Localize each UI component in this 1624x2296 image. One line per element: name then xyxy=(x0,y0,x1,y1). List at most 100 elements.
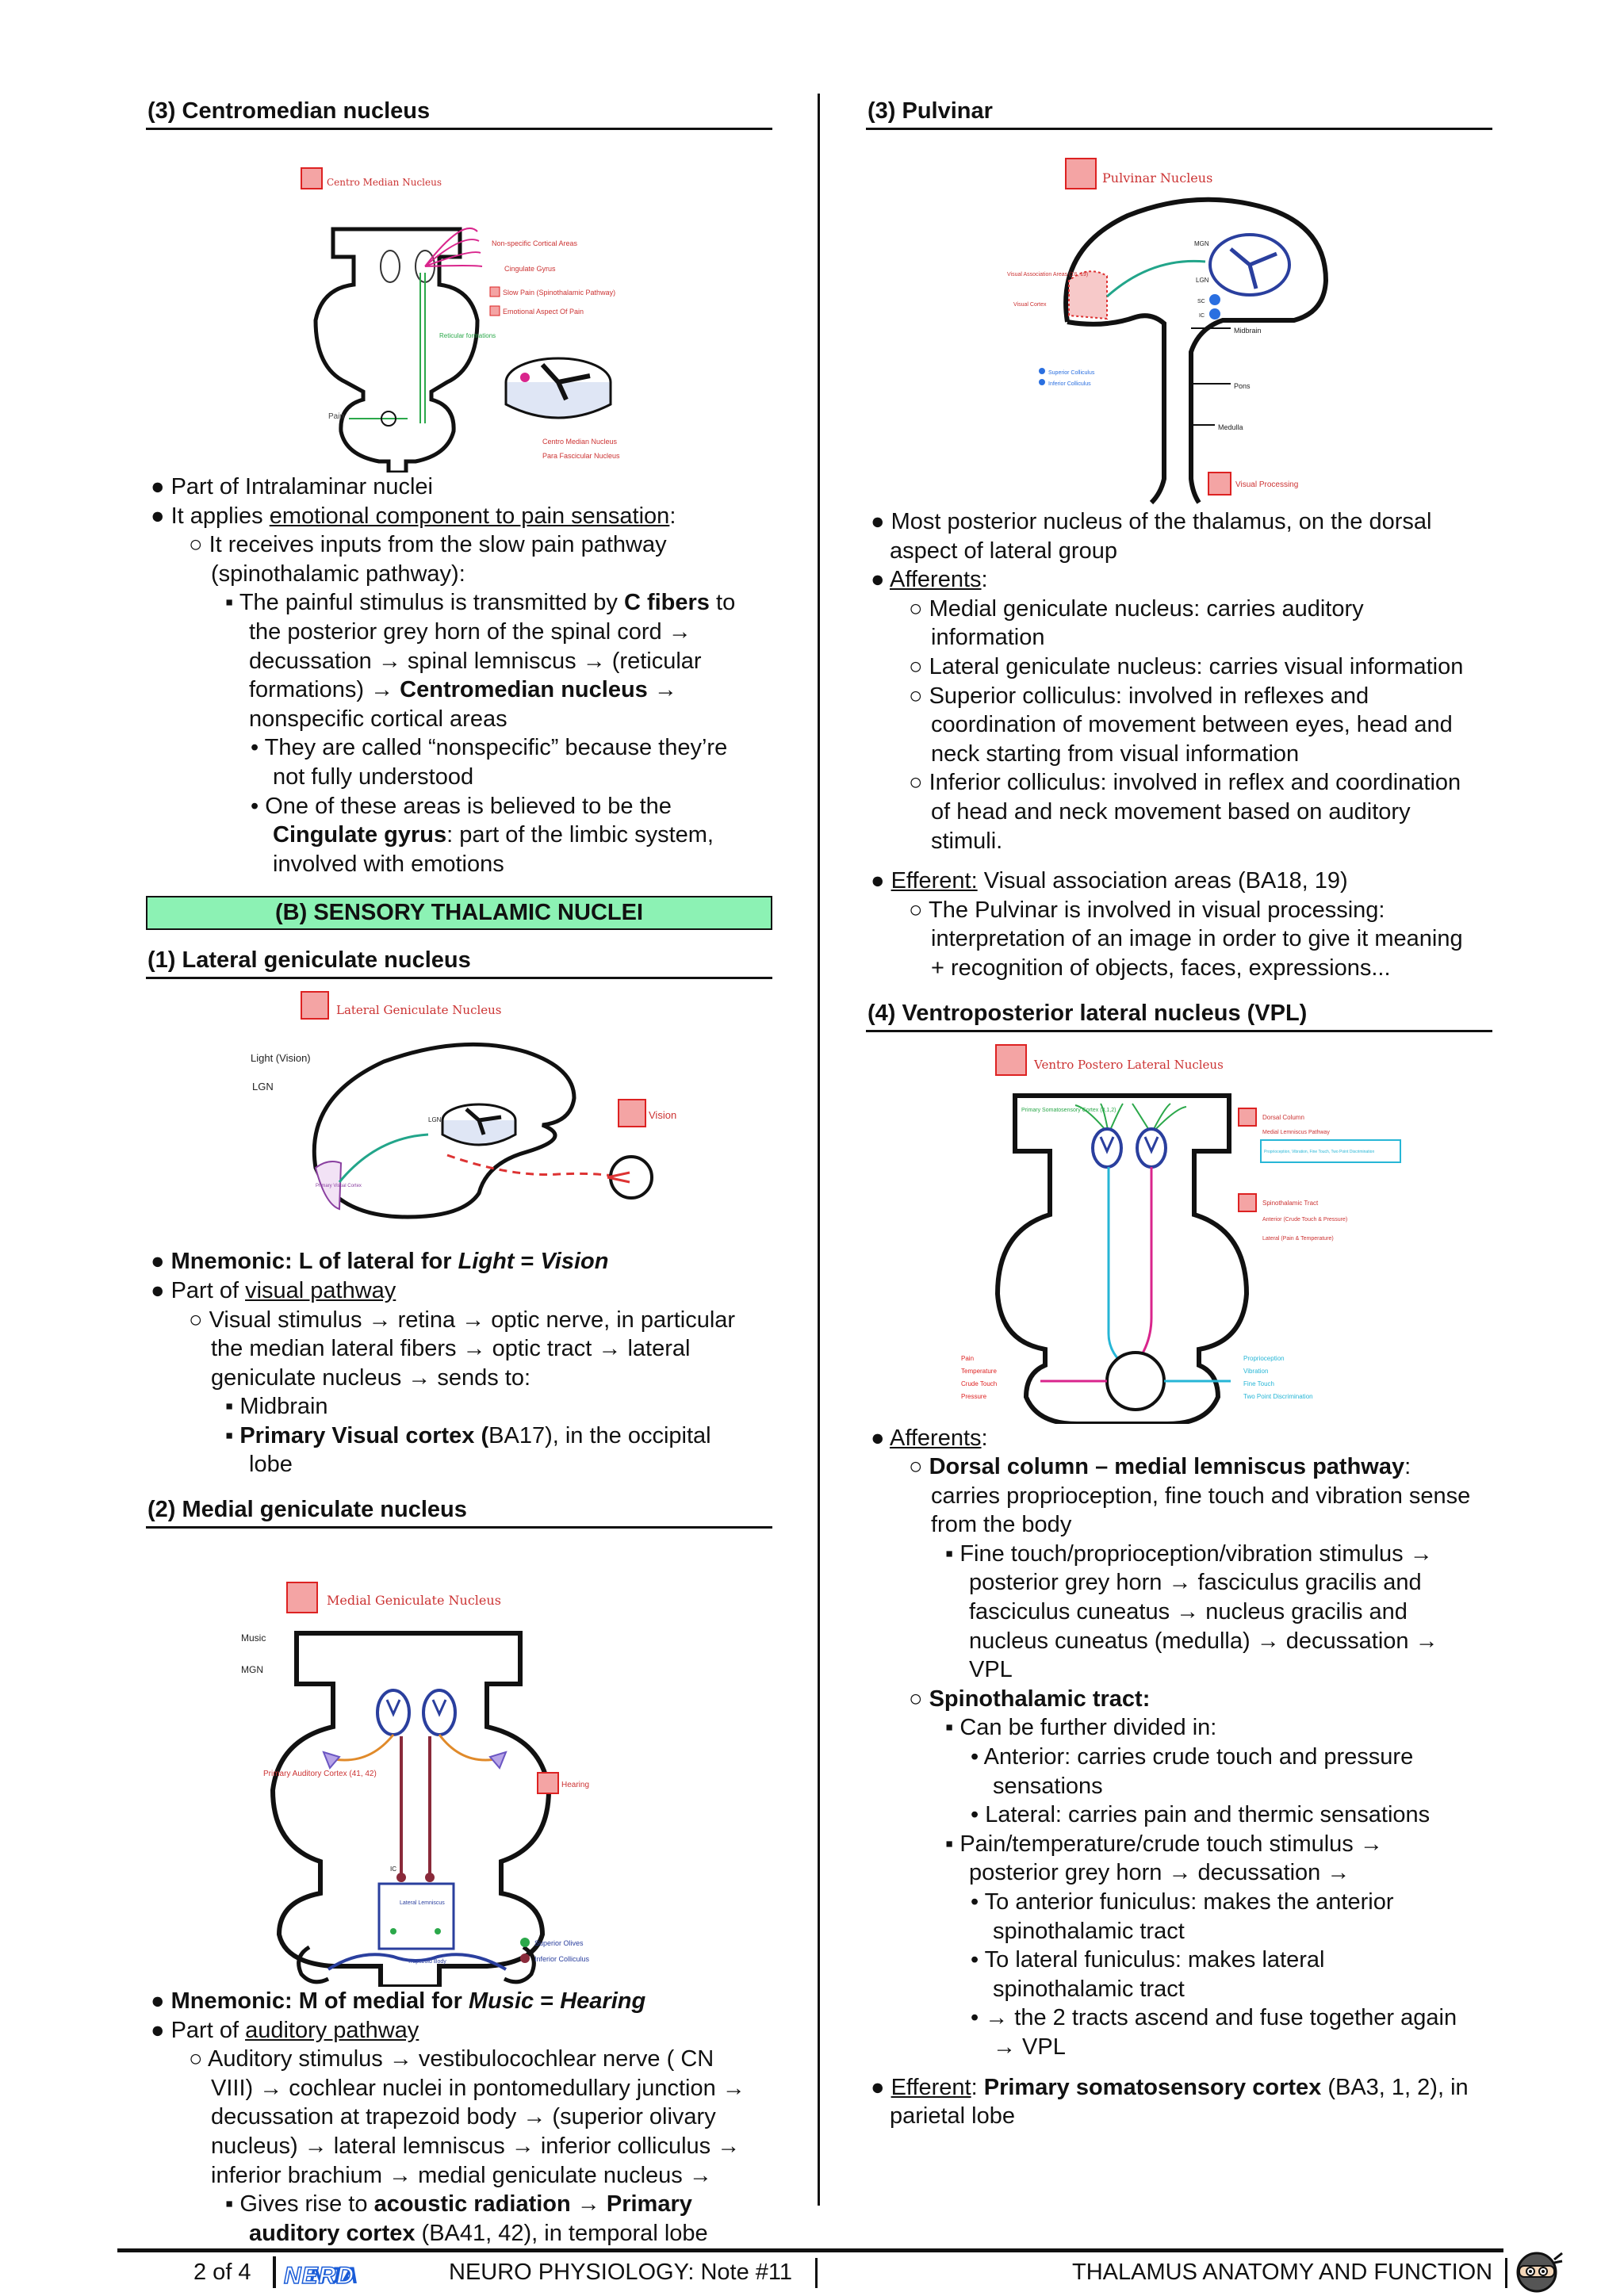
footer-divider-2 xyxy=(1505,2258,1507,2288)
sc-key xyxy=(1039,368,1045,374)
trapezoid-body-label: Trapezoid Body xyxy=(408,1959,446,1965)
optic-radiation xyxy=(338,1133,429,1184)
dot-anterior-funiculus-cont: spinothalamic tract xyxy=(993,1918,1185,1944)
thalamus-model xyxy=(441,1103,517,1146)
visual-association-area xyxy=(1068,270,1108,320)
bullet-vpl-efferent-cont: parietal lobe xyxy=(890,2103,1015,2130)
thalamus-model xyxy=(1208,233,1291,297)
sub-slow-pain: ○ It receives inputs from the slow pain … xyxy=(189,532,667,558)
left-olive xyxy=(390,1928,396,1935)
left-ear xyxy=(297,1945,330,1984)
sub-fine-touch-cont3: nucleus cuneatus (medulla) → decussation… xyxy=(969,1628,1438,1654)
label-reticular: Reticular formations xyxy=(439,332,496,339)
ic-key xyxy=(1039,379,1045,385)
label-emotional-aspect: Emotional Aspect Of Pain xyxy=(503,308,584,316)
dot-nonspecific: • They are called “nonspecific” because … xyxy=(251,735,728,761)
brainstem-box xyxy=(377,1882,455,1950)
sub-ic-cont1: of head and neck movement based on audit… xyxy=(931,798,1411,825)
visual-cortex-label: Visual Cortex xyxy=(1013,302,1047,308)
inferior-colliculus-dot xyxy=(1209,308,1220,320)
bullet-vpl-afferents: ● Afferents: xyxy=(871,1425,988,1451)
bullet-intralaminar: ● Part of Intralaminar nuclei xyxy=(151,474,434,499)
right-ic-dot xyxy=(425,1873,435,1883)
medial-lemniscus-label: Medial Lemniscus Pathway xyxy=(1262,1130,1330,1135)
ic-label: IC xyxy=(1199,313,1205,319)
centromedian-diagram: Centro Median Nucleus Pain Non-specific … xyxy=(301,167,620,473)
sub-pain-stimulus-cont: posterior grey horn → decussation → xyxy=(969,1860,1350,1886)
sub-visual-processing-cont1: interpretation of an image in order to g… xyxy=(931,926,1463,952)
light-label: Light (Vision) xyxy=(251,1052,311,1064)
legend-swatch xyxy=(301,991,329,1020)
superior-olives-label: Superior Olives xyxy=(534,1939,584,1947)
dot-lateral: • Lateral: carries pain and thermic sens… xyxy=(971,1802,1431,1828)
legend-swatch xyxy=(286,1582,318,1614)
legend-label: Pulvinar Nucleus xyxy=(1102,170,1212,186)
left-ic-dot xyxy=(396,1873,406,1883)
hearing-swatch xyxy=(537,1772,559,1795)
thalamus-y-marks xyxy=(385,1699,447,1717)
bullet-mgn-mnemonic: ● Mnemonic: M of medial for Music = Hear… xyxy=(151,1988,646,2015)
figure-vpl: Ventro Postero Lateral Nucleus Primary S… xyxy=(866,1032,1492,1424)
sc-label: SC xyxy=(1197,299,1205,304)
dot-ascend: • → the 2 tracts ascend and fuse togethe… xyxy=(971,2005,1457,2031)
sub-ic: ○ Inferior colliculus: involved in refle… xyxy=(909,770,1461,796)
mgn-diagram: Medial Geniculate Nucleus Music MGN Prim… xyxy=(241,1582,590,1988)
dorsal-column-modalities: Proprioception, Vibration, Fine Touch, T… xyxy=(1264,1150,1374,1154)
dot-ascend-cont: → VPL xyxy=(993,2034,1066,2060)
superior-colliculus-key-label: Superior Colliculus xyxy=(1048,370,1095,376)
sub-auditory-cont4: inferior brachium → medial geniculate nu… xyxy=(211,2162,712,2188)
superior-olives-key xyxy=(520,1938,530,1948)
ninja-mascot-icon xyxy=(1516,2252,1563,2293)
brain-sagittal-outline xyxy=(1063,197,1329,504)
anterior-st-label: Anterior (Crude Touch & Pressure) xyxy=(1262,1217,1347,1223)
spinal-cord-section xyxy=(381,411,396,427)
sub-sc-cont2: neck starting from visual information xyxy=(931,740,1300,767)
bullet-vpl-efferent: ● Efferent: Primary somatosensory cortex… xyxy=(871,2074,1469,2100)
label-cingulate: Cingulate Gyrus xyxy=(504,265,556,273)
dot-cingulate-cont: Cingulate gyrus: part of the limbic syst… xyxy=(273,822,714,848)
sub-fine-touch-cont1: posterior grey horn → fasciculus gracili… xyxy=(969,1570,1422,1596)
sub-sc-cont1: coordination of movement between eyes, h… xyxy=(931,712,1453,738)
section-title-vpl: (4) Ventroposterior lateral nucleus (VPL… xyxy=(866,996,1492,1032)
spinothalamic-tract xyxy=(419,273,426,423)
section-title-lgn: (1) Lateral geniculate nucleus xyxy=(146,943,772,980)
dot-anterior-cont: sensations xyxy=(993,1773,1103,1799)
lgn-diagram: Lateral Geniculate Nucleus Light (Vision… xyxy=(251,991,676,1219)
sub-c-fibers: ▪ The painful stimulus is transmitted by… xyxy=(225,590,736,616)
key-centromedian: Centro Median Nucleus xyxy=(542,438,618,446)
inferior-brachium xyxy=(400,1736,431,1878)
sub-primary-visual-cont: lobe xyxy=(249,1452,293,1478)
spinothalamic-swatch xyxy=(1238,1192,1257,1212)
proprioception-label: Proprioception xyxy=(1243,1355,1285,1362)
pulvinar-diagram: Pulvinar Nucleus Visual Association Area… xyxy=(1007,158,1329,505)
dot-cingulate: • One of these areas is believed to be t… xyxy=(251,793,672,819)
footer-divider-1 xyxy=(815,2258,818,2288)
sub-midbrain: ▪ Midbrain xyxy=(225,1394,328,1420)
sub-dcml-cont1: carries proprioception, fine touch and v… xyxy=(931,1483,1471,1509)
swatch-slow-pain xyxy=(489,286,500,297)
sub-visual-stimulus-cont1: the median lateral fibers → optic tract … xyxy=(211,1336,691,1362)
brain-coronal-outline xyxy=(313,227,480,473)
visual-cortex-label: Primary Visual Cortex xyxy=(316,1184,362,1188)
optic-tract xyxy=(446,1154,613,1177)
dot-anterior-funiculus: • To anterior funiculus: makes the anter… xyxy=(971,1889,1394,1915)
brain-sagittal-outline xyxy=(312,1043,576,1219)
ic-label: IC xyxy=(390,1866,396,1873)
bullet-efferent: ● Efferent: Visual association areas (BA… xyxy=(871,868,1348,894)
visual-association-label: Visual Association Areas (18, 19) xyxy=(1007,272,1088,277)
section-title-centromedian: (3) Centromedian nucleus xyxy=(146,94,772,130)
midbrain-label: Midbrain xyxy=(1234,327,1262,335)
spinothalamic-label: Spinothalamic Tract xyxy=(1262,1200,1319,1207)
pain-projection-fibers xyxy=(424,228,483,267)
bullet-emotional: ● It applies emotional component to pain… xyxy=(151,503,676,529)
two-point-label: Two Point Discrimination xyxy=(1243,1393,1313,1400)
medulla-label: Medulla xyxy=(1218,423,1243,431)
left-thalamus xyxy=(1091,1127,1123,1169)
legend-swatch xyxy=(995,1043,1027,1076)
lgn-model-label: LGN xyxy=(428,1116,442,1123)
hearing-label: Hearing xyxy=(561,1781,589,1789)
crude-touch-label: Crude Touch xyxy=(961,1380,997,1387)
vibration-label: Vibration xyxy=(1243,1368,1268,1375)
legend-swatch xyxy=(301,167,323,189)
topic-title: THALAMUS ANATOMY AND FUNCTION xyxy=(1072,2260,1493,2285)
